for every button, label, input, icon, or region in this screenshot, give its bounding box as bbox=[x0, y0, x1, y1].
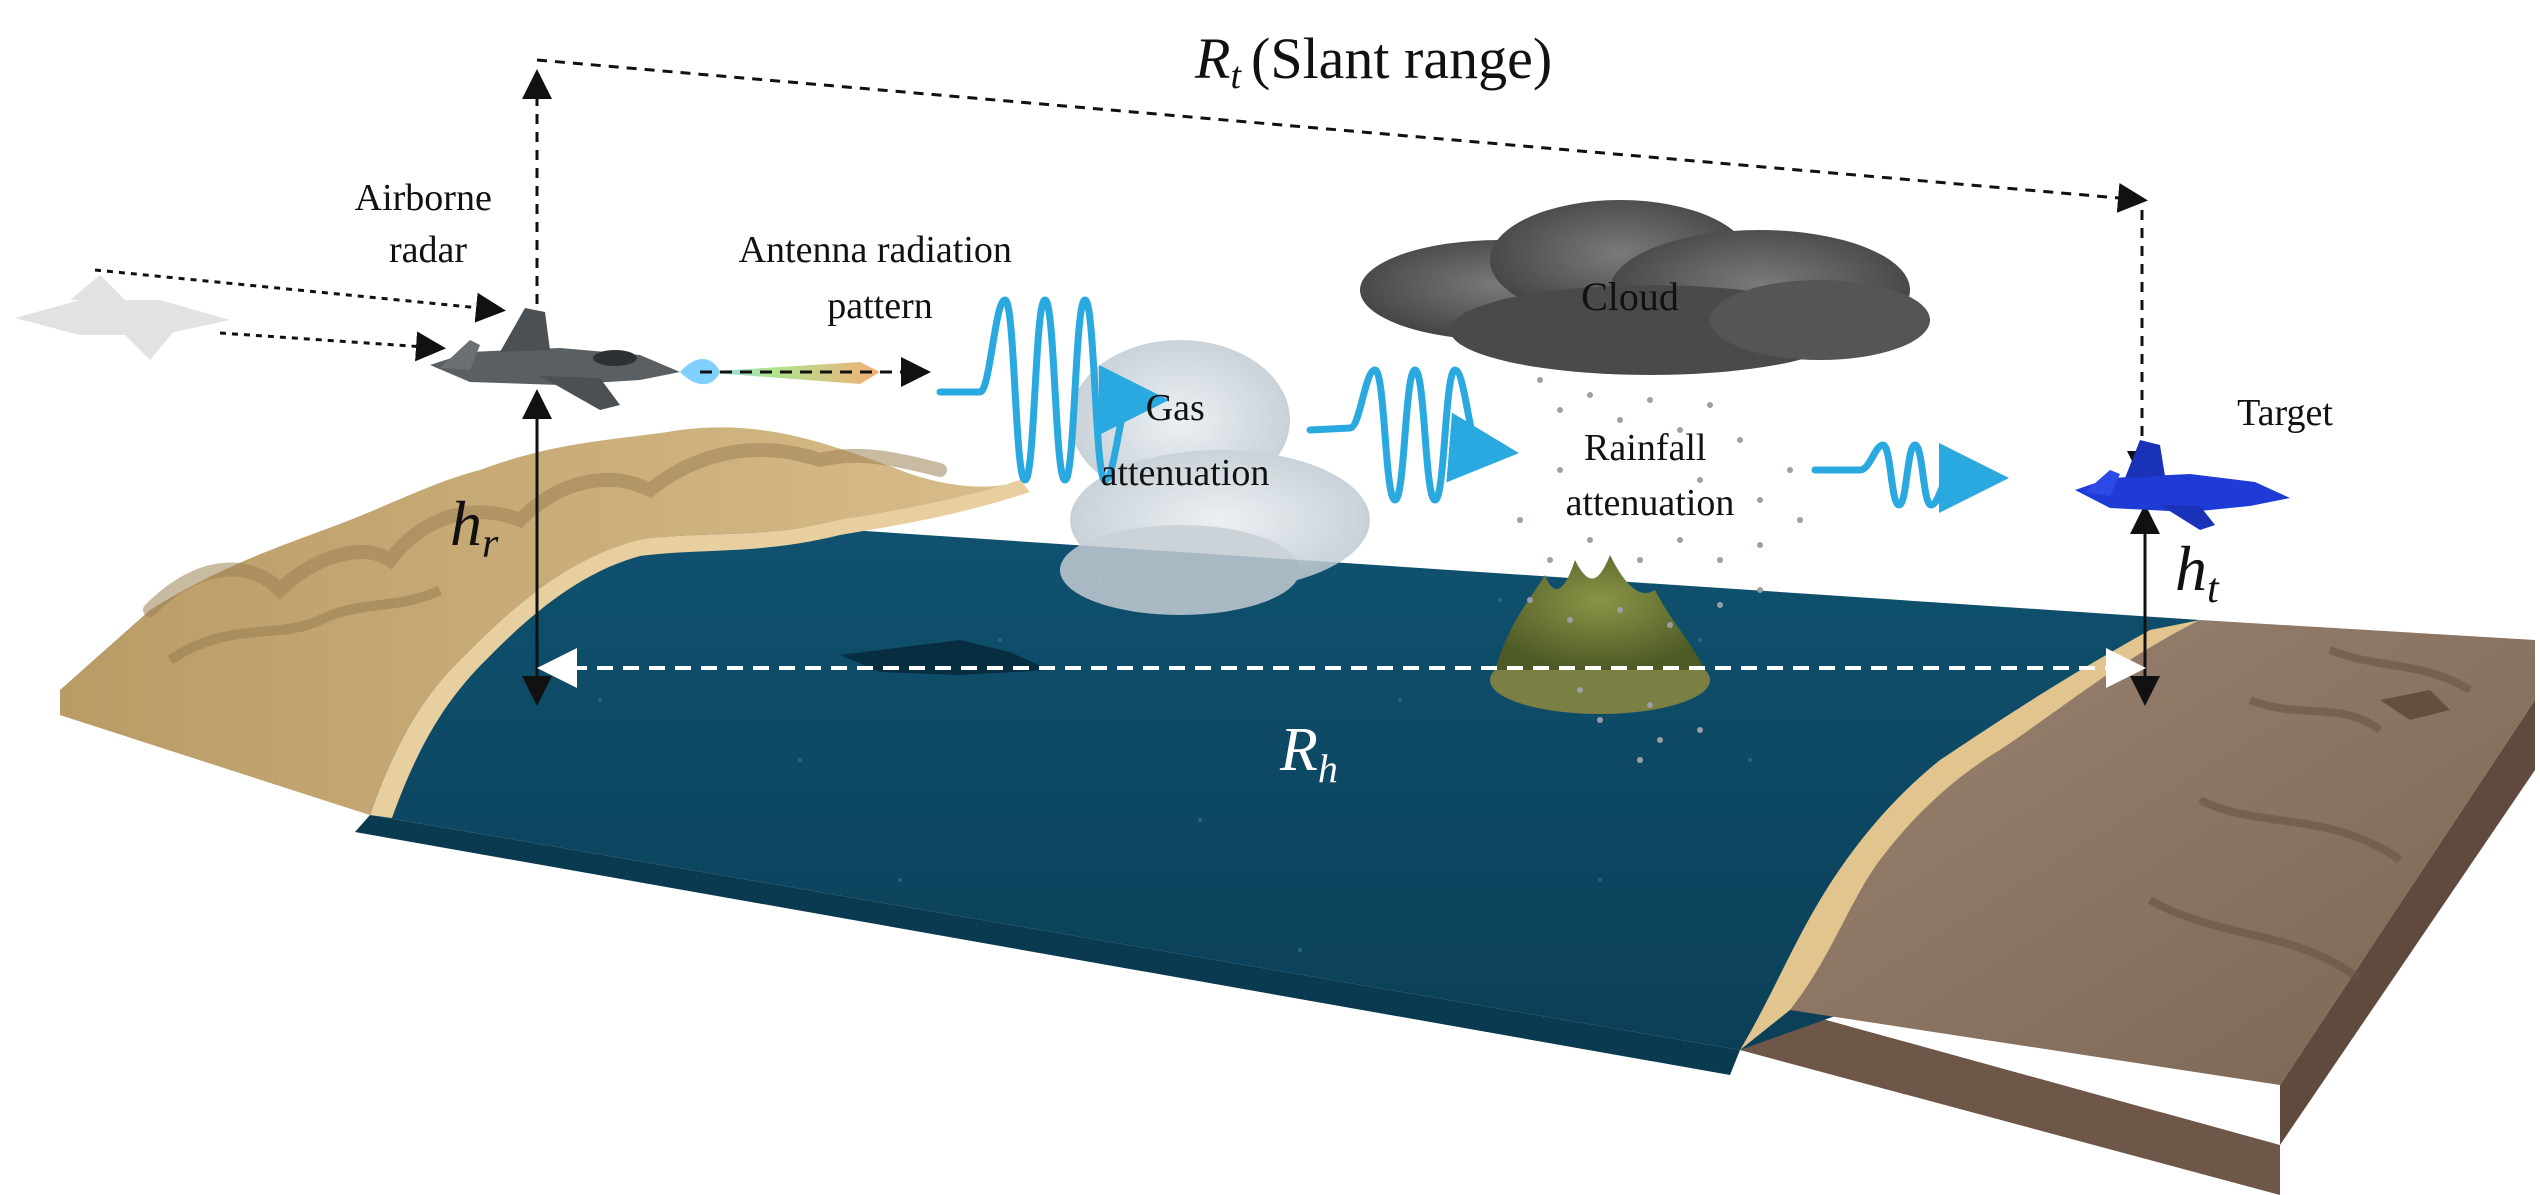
target-shadow bbox=[2380, 690, 2450, 720]
slab-side-rock bbox=[2280, 700, 2535, 1145]
rainfall bbox=[1517, 377, 1803, 763]
airborne-radar-jet-icon bbox=[430, 308, 680, 410]
desert-land bbox=[60, 427, 1020, 815]
ht-label: ht bbox=[2175, 533, 2220, 612]
slab-front-sea bbox=[355, 815, 1740, 1075]
target-label: Target bbox=[2237, 392, 2333, 434]
gas-attenuation-label: Gas attenuation bbox=[1101, 387, 1270, 494]
wave-3 bbox=[1811, 441, 2009, 513]
wave-1 bbox=[936, 296, 1169, 484]
gas-cloud-icon bbox=[1060, 340, 1370, 615]
ghost-jet-icon bbox=[15, 275, 230, 360]
cloud-icon bbox=[1360, 200, 1930, 375]
antenna-label: Antenna radiation pattern bbox=[739, 229, 1022, 327]
desert-dunes bbox=[143, 443, 947, 617]
beach-right bbox=[1740, 620, 2200, 1050]
sea-texture bbox=[598, 578, 1752, 952]
slant-range-label: Rt(Slant range) bbox=[1194, 26, 1552, 97]
beach-left bbox=[370, 480, 1030, 818]
wave-2 bbox=[1306, 366, 1519, 504]
slab-front-rock bbox=[1740, 1010, 2280, 1195]
airborne-radar-label: Airborne radar bbox=[355, 177, 502, 271]
hr-label: hr bbox=[450, 488, 499, 567]
cloud-label: Cloud bbox=[1581, 274, 1679, 319]
slant-range-path bbox=[522, 58, 2157, 481]
antenna-beam-icon bbox=[680, 357, 931, 387]
ghost-to-radar-arrows bbox=[94, 268, 506, 362]
target-jet-icon bbox=[2075, 440, 2290, 530]
rh-label: Rh bbox=[1279, 716, 1338, 791]
rainfall-attenuation-label: Rainfall attenuation bbox=[1566, 427, 1735, 524]
